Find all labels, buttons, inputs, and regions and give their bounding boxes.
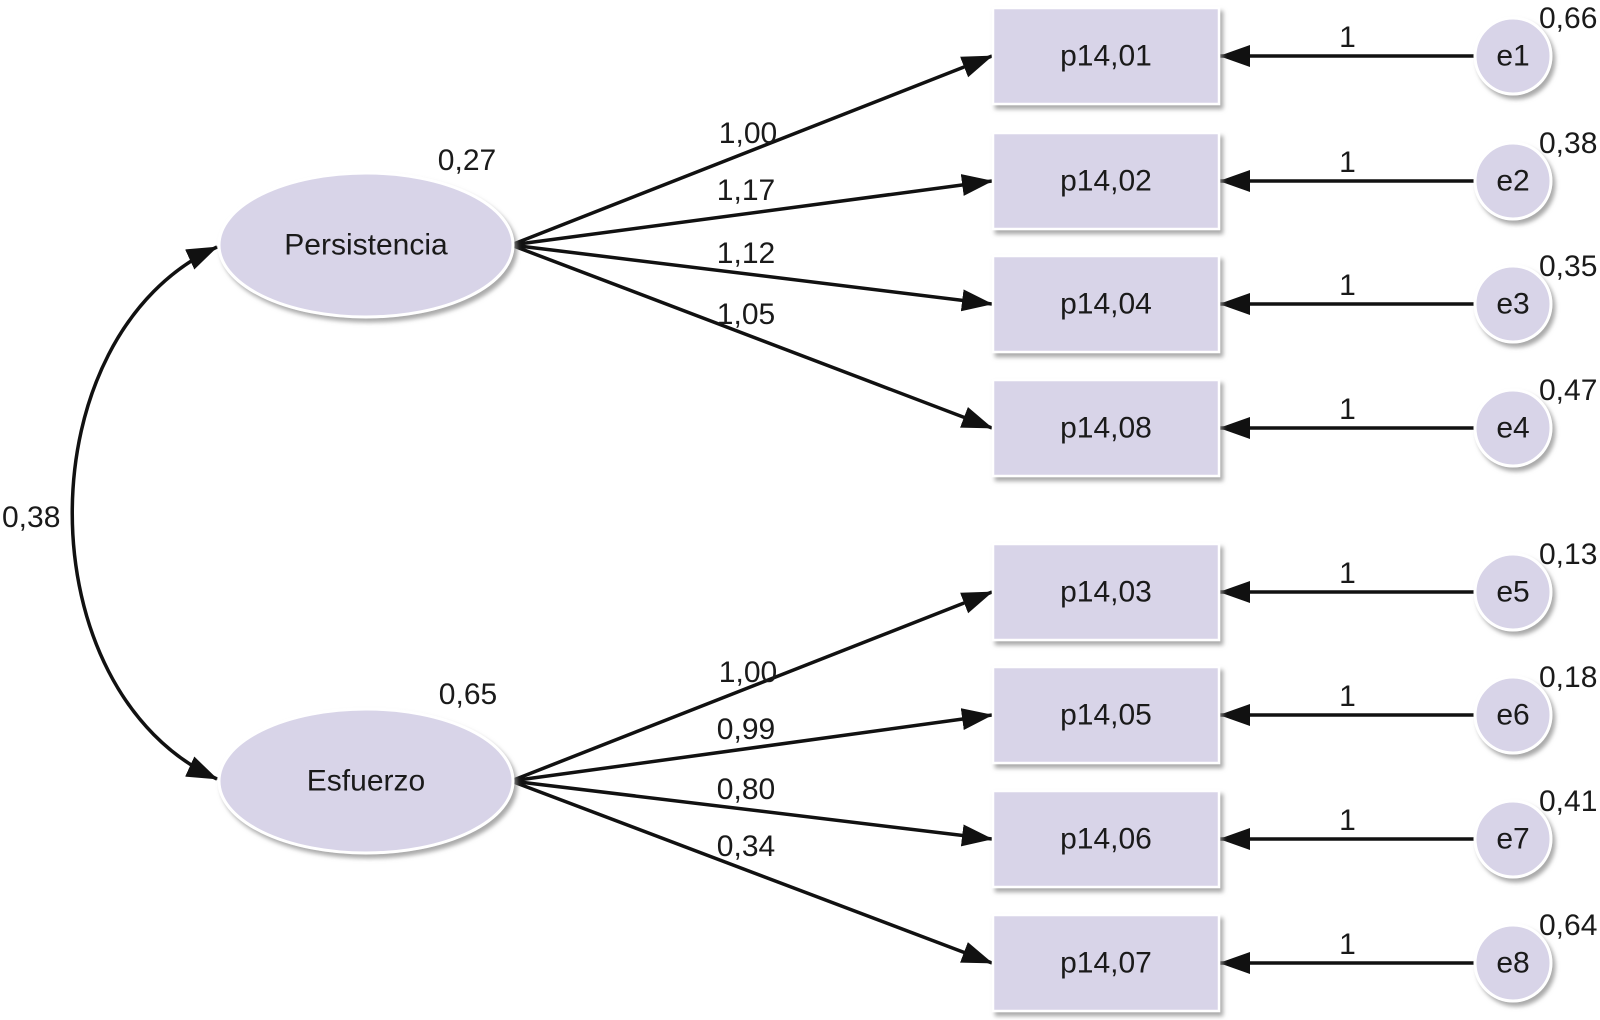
observed-box-p14_03 [991,542,1221,642]
loading-arrow-p14_04 [510,243,993,312]
loading-value-p14_06: 0,80 [717,773,775,806]
error-label-e5: e5 [1496,576,1529,609]
error-variance-e2: 0,38 [1539,127,1597,160]
error-loading-e5: 1 [1339,557,1356,590]
error-loading-e7: 1 [1339,804,1356,837]
latent-variance-esfuerzo: 0,65 [439,678,497,711]
loading-arrow-p14_06 [510,779,993,847]
error-variance-e1: 0,66 [1539,2,1597,35]
error-label-e2: e2 [1496,165,1529,198]
observed-box-p14_04 [991,254,1221,354]
loading-value-p14_05: 0,99 [717,713,775,746]
error-circle-e3 [1473,264,1553,344]
loading-arrow-p14_03 [510,590,993,783]
observed-label-p14_07: p14,07 [1060,947,1152,980]
error-label-e6: e6 [1496,699,1529,732]
error-circle-e5 [1473,552,1553,632]
error-variance-e7: 0,41 [1539,785,1597,818]
loading-arrow-p14_07 [510,779,993,965]
error-variance-e6: 0,18 [1539,661,1597,694]
error-loading-e6: 1 [1339,680,1356,713]
loading-value-p14_01: 1,00 [719,117,777,150]
error-loading-e1: 1 [1339,21,1356,54]
error-circle-e8 [1473,923,1553,1003]
observed-label-p14_06: p14,06 [1060,823,1152,856]
loading-arrow-p14_01 [510,54,993,247]
latent-label-persistencia: Persistencia [284,229,448,262]
covariance-arc [70,245,218,781]
error-loading-e3: 1 [1339,269,1356,302]
nodes-layer [217,6,1553,1013]
observed-box-p14_06 [991,789,1221,889]
loading-arrow-p14_05 [510,708,993,783]
loading-arrow-p14_02 [510,174,993,247]
loading-value-p14_02: 1,17 [717,174,775,207]
error-circle-e7 [1473,799,1553,879]
error-loading-e4: 1 [1339,393,1356,426]
loading-arrow-p14_08 [510,243,993,430]
observed-label-p14_02: p14,02 [1060,165,1152,198]
observed-box-p14_08 [991,378,1221,478]
error-loading-e8: 1 [1339,928,1356,961]
loading-value-p14_04: 1,12 [717,237,775,270]
latent-ellipse-persistencia [217,171,515,319]
loading-value-p14_08: 1,05 [717,298,775,331]
loading-value-p14_07: 0,34 [717,830,775,863]
error-label-e4: e4 [1496,412,1529,445]
loading-value-p14_03: 1,00 [719,656,777,689]
error-circle-e2 [1473,141,1553,221]
observed-box-p14_07 [991,913,1221,1013]
observed-label-p14_05: p14,05 [1060,699,1152,732]
observed-box-p14_05 [991,665,1221,765]
error-circle-e1 [1473,16,1553,96]
error-circle-e6 [1473,675,1553,755]
error-variance-e5: 0,13 [1539,538,1597,571]
error-variance-e8: 0,64 [1539,909,1597,942]
error-variance-e4: 0,47 [1539,374,1597,407]
error-label-e1: e1 [1496,40,1529,73]
latent-ellipse-esfuerzo [217,707,515,855]
latent-variance-persistencia: 0,27 [438,144,496,177]
edges-layer [70,45,1475,974]
error-label-e7: e7 [1496,823,1529,856]
observed-label-p14_01: p14,01 [1060,40,1152,73]
observed-box-p14_02 [991,131,1221,231]
covariance-value: 0,38 [2,501,60,534]
observed-box-p14_01 [991,6,1221,106]
observed-label-p14_04: p14,04 [1060,288,1152,321]
error-loading-e2: 1 [1339,146,1356,179]
error-variance-e3: 0,35 [1539,250,1597,283]
error-label-e8: e8 [1496,947,1529,980]
labels-layer: 0,38 1,00 1,17 1,12 1,05 1,00 0,99 0,80 0,34 1 1 1 1… [2,2,1597,980]
observed-label-p14_08: p14,08 [1060,412,1152,445]
observed-label-p14_03: p14,03 [1060,576,1152,609]
error-label-e3: e3 [1496,288,1529,321]
error-circle-e4 [1473,388,1553,468]
latent-label-esfuerzo: Esfuerzo [307,765,425,798]
